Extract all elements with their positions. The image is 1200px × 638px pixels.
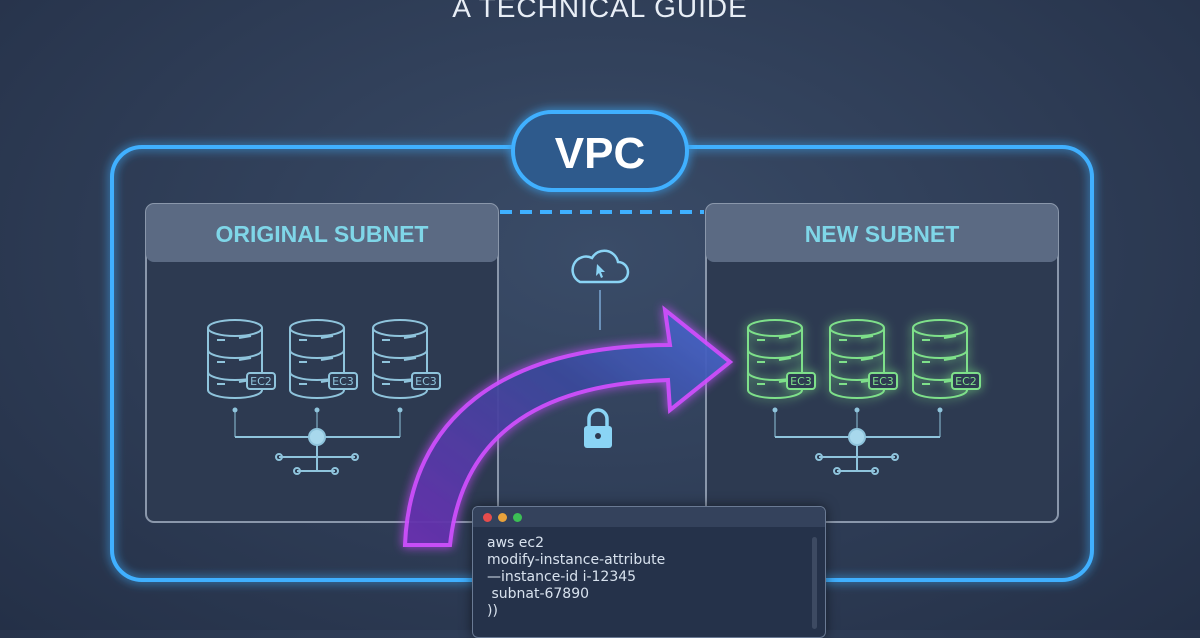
terminal-line: modify-instance-attribute [487, 552, 666, 568]
server-label: EC3 [332, 375, 354, 388]
server-label: EC2 [955, 375, 977, 388]
cloud-cursor-icon[interactable] [571, 249, 630, 284]
server-label: EC3 [872, 375, 894, 388]
terminal-output: aws ec2 modify-instance-attribute —insta… [473, 527, 825, 628]
server-icon: EC3 [372, 319, 441, 399]
server-icon: EC3 [829, 319, 898, 399]
server-icon: EC2 [912, 319, 981, 399]
page-subtitle: A TECHNICAL GUIDE [452, 0, 748, 23]
new-subnet-servers: EC3 EC3 EC2 [747, 319, 981, 475]
terminal-line: aws ec2 [487, 535, 544, 551]
vpc-label: VPC [555, 129, 645, 178]
lock-icon [584, 408, 612, 448]
terminal-titlebar [473, 507, 825, 527]
server-label: EC2 [250, 375, 272, 388]
original-subnet-servers: EC2 EC3 EC3 [207, 319, 441, 475]
terminal-scrollbar[interactable] [812, 537, 817, 629]
new-subnet-title: NEW SUBNET [805, 221, 960, 247]
server-icon: EC3 [747, 319, 816, 399]
server-icon: EC3 [289, 319, 358, 399]
network-hub-icon [235, 428, 400, 475]
maximize-dot[interactable] [513, 512, 522, 522]
vpc-label-pill: VPC [511, 110, 689, 192]
server-icon: EC2 [207, 319, 276, 399]
server-label: EC3 [790, 375, 812, 388]
migration-arrow-icon [402, 305, 734, 547]
server-label: EC3 [415, 375, 437, 388]
minimize-dot[interactable] [498, 512, 507, 522]
original-subnet-title: ORIGINAL SUBNET [216, 221, 429, 247]
terminal-line: subnat-67890 [487, 586, 590, 602]
terminal-line: —instance-id i-12345 [487, 569, 637, 585]
terminal-line: )) [487, 603, 498, 619]
network-hub-icon [775, 428, 940, 475]
terminal-window[interactable]: aws ec2 modify-instance-attribute —insta… [472, 506, 826, 638]
original-subnet-panel: ORIGINAL SUBNET [145, 203, 499, 523]
close-dot[interactable] [483, 512, 492, 522]
